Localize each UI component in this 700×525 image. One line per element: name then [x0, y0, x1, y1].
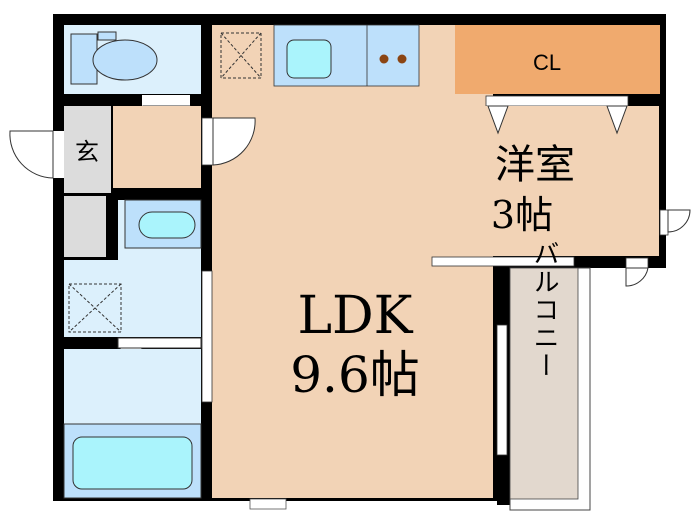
closet-door-icon	[487, 105, 509, 135]
bathroom	[63, 349, 202, 499]
kitchen-sink-icon	[286, 39, 332, 79]
refrigerator-space-icon	[220, 32, 262, 79]
wash-basin-icon	[138, 211, 196, 239]
bathtub-icon	[72, 436, 193, 490]
ldk-size: 9.6帖	[290, 346, 420, 404]
stove-burner-icon	[379, 54, 389, 64]
hallway	[113, 106, 201, 188]
closet: CL	[455, 25, 660, 107]
stove-burner-icon	[397, 54, 407, 64]
western-room: 洋室 3帖	[428, 105, 691, 287]
balcony-label: バルコニー	[530, 240, 560, 380]
washroom	[64, 199, 202, 385]
western-room-label: 洋室	[495, 142, 575, 188]
window-icon	[667, 209, 691, 233]
balcony: バルコニー	[509, 240, 591, 511]
door-icon	[212, 117, 256, 166]
entrance-door-icon	[9, 130, 54, 179]
ldk-room: LDK 9.6帖	[201, 24, 508, 510]
door-icon	[625, 267, 649, 287]
closet-label: CL	[533, 50, 561, 75]
closet-door-icon	[606, 105, 628, 135]
toilet-icon	[92, 39, 158, 81]
western-room-size: 3帖	[491, 193, 553, 237]
washing-machine-space-icon	[68, 283, 122, 333]
entrance: 玄	[9, 106, 111, 257]
ldk-label: LDK	[297, 286, 413, 346]
entrance-label: 玄	[75, 138, 99, 166]
